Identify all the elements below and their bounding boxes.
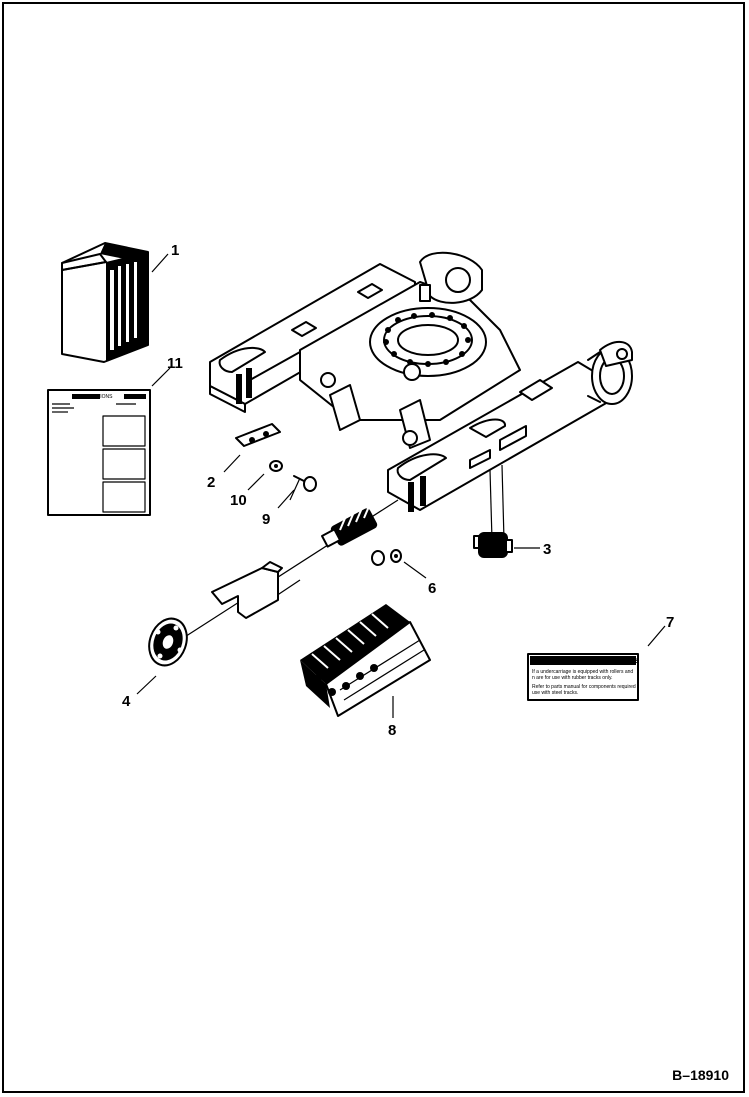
callout-11: 11 — [167, 355, 183, 372]
callout-4: 4 — [122, 693, 131, 710]
decal-line-3: Refer to parts manual for components req… — [532, 684, 636, 690]
decal-title: UNDERCARRIAGE COMPONENTS — [533, 658, 640, 665]
part-6-grease-fitting — [321, 503, 402, 566]
callout-10: 10 — [230, 492, 247, 509]
part-4-idler-wheel — [148, 617, 188, 667]
manual-cover-title: INSTRUCTIONS — [75, 394, 113, 400]
explosion-lines — [179, 464, 505, 641]
decal-line-1: If a undercarriage is equipped with roll… — [532, 669, 633, 675]
part-10-washer — [269, 460, 283, 472]
callout-6: 6 — [428, 580, 436, 597]
callout-3: 3 — [543, 541, 551, 558]
figure-id: B–18910 — [672, 1067, 729, 1083]
part-11-instruction-sheet: INSTRUCTIONS — [47, 389, 151, 516]
part-3-track-roller — [473, 532, 513, 558]
part-8-rubber-track — [300, 604, 431, 717]
undercarriage-frame — [209, 251, 633, 512]
part-2-plate — [235, 423, 281, 447]
part-1-manual-box — [61, 242, 149, 363]
callout-numbers: 1 2 3 4 6 7 8 9 10 11 — [122, 242, 674, 739]
part-7-decal: UNDERCARRIAGE COMPONENTS If a undercarri… — [527, 653, 640, 701]
callout-2: 2 — [207, 474, 215, 491]
callout-1: 1 — [171, 242, 179, 259]
decal-line-4: use with steel tracks. — [532, 690, 578, 696]
leader-lines — [136, 253, 666, 718]
callout-8: 8 — [388, 722, 396, 739]
decal-line-2: n are for use with rubber tracks only. — [532, 675, 613, 681]
idler-yoke — [211, 561, 283, 619]
callout-7: 7 — [666, 614, 674, 631]
part-9-bolt — [293, 475, 317, 492]
callout-9: 9 — [262, 511, 270, 528]
